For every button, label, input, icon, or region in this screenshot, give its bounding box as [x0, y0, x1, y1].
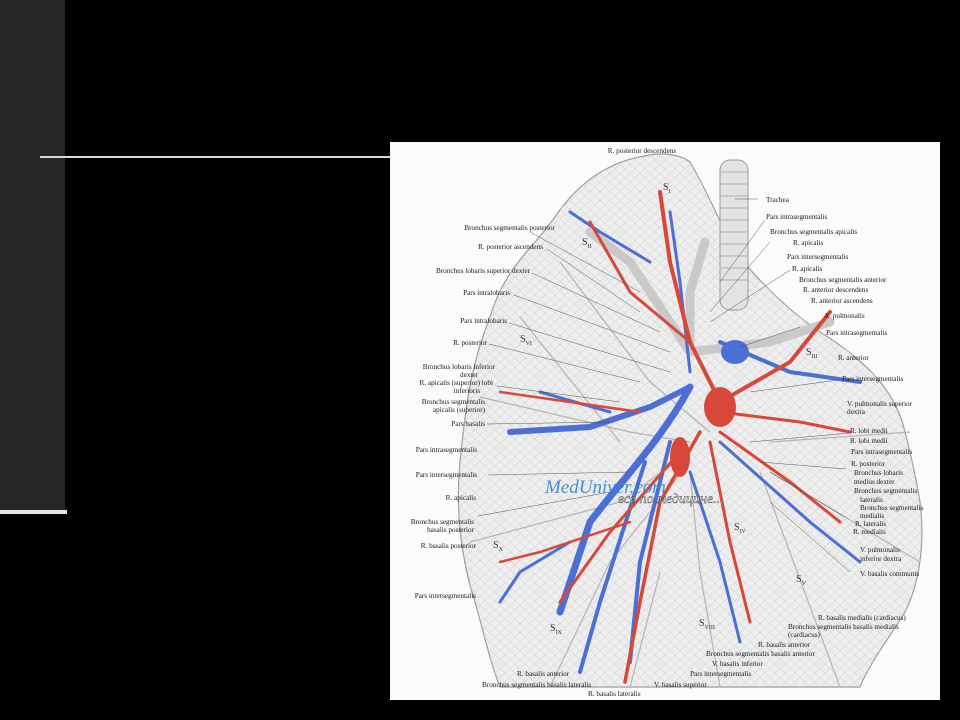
label-right-24: medialis	[860, 512, 885, 520]
label-left-19: Pars intersegmentalis	[415, 592, 476, 600]
label-bottom-0: R. basalis medialis (cardiacus)	[818, 614, 906, 622]
leader-lines	[477, 198, 851, 573]
label-right-25: R. lateralis	[855, 520, 886, 528]
label-right-0: Trachea	[766, 196, 790, 204]
label-bottom-10: R. basalis lateralis	[588, 690, 641, 698]
segment-marker-4: SIV	[734, 522, 747, 535]
label-left-15: R. apicalis	[446, 494, 477, 502]
pulmonary-arteries	[498, 190, 852, 684]
label-left-4: Pars intralobaris	[460, 317, 507, 325]
label-right-2: Bronchus segmentalis apicalis	[770, 228, 857, 236]
label-right-8: R. anterior ascendens	[811, 297, 873, 305]
label-right-23: Bronchus segmentalis	[860, 504, 923, 512]
pulmonary-artery-trunk	[704, 387, 736, 427]
label-right-22: lateralis	[860, 496, 883, 504]
label-left-6: Bronchus lobaris inferior	[423, 363, 496, 371]
alveolar-texture	[458, 154, 922, 687]
segment-marker-6: SVI	[520, 334, 532, 347]
label-left-17: basalis posterior	[427, 526, 475, 534]
label-left-12: Pars basalis	[451, 420, 485, 428]
label-left-0: Bronchus segmentalis posterior	[464, 224, 555, 232]
label-right-27: V. pulmonalis	[860, 546, 900, 554]
label-bottom-1: Bronchus segmentalis basalis medialis	[788, 623, 899, 631]
label-left-13: Pars intrasegmentalis	[416, 446, 477, 454]
segment-marker-1: SI	[663, 182, 671, 195]
label-left-14: Pars intersegmentalis	[416, 471, 477, 479]
watermark-subtext: все по медицине...	[618, 492, 724, 507]
label-left-11: apicalis (superior)	[433, 406, 486, 414]
label-bottom-9: V. basalis superior	[654, 681, 707, 689]
label-left-10: Bronchus segmentalis	[422, 398, 485, 406]
label-bottom-6: Pars intersegmentalis	[690, 670, 751, 678]
lung-diagram: R. posterior descendens Bronchus segment…	[411, 147, 924, 698]
label-right-26: R. medialis	[853, 528, 886, 536]
label-bottom-4: Bronchus segmentalis basalis anterior	[706, 650, 815, 658]
segment-marker-2: SII	[582, 237, 592, 250]
lower-artery-trunk	[670, 437, 690, 477]
segment-marker-3: SIII	[806, 347, 818, 360]
label-left-9: inferioris	[454, 387, 481, 395]
label-right-6: Bronchus segmentalis anterior	[799, 276, 887, 284]
label-left-5: R. posterior	[453, 339, 488, 347]
label-right-10: Pars intrasegmentalis	[826, 329, 887, 337]
label-right-16: R. lobi medii	[850, 437, 888, 445]
label-left-7: dexter	[460, 371, 479, 379]
label-right-3: R. apicalis	[793, 239, 824, 247]
label-right-15: R. lobi medii	[850, 427, 888, 435]
label-right-19: Bronchus lobaris	[854, 469, 903, 477]
sidebar-panel	[0, 0, 65, 512]
label-right-20: medius dexter	[854, 478, 895, 486]
label-bottom-5: V. basalis inferior	[712, 660, 763, 668]
label-right-29: V. basalis communis	[860, 570, 919, 578]
segment-marker-10: SX	[493, 540, 504, 553]
label-right-4: Pars intersegmentalis	[787, 253, 848, 261]
label-right-17: Pars intrasegmentalis	[851, 448, 912, 456]
label-right-13: V. pulmonalis superior	[847, 400, 913, 408]
label-right-9: A. pulmonalis	[824, 312, 865, 320]
label-bottom-8: Bronchus segmentalis basalis lateralis	[482, 681, 591, 689]
label-right-28: inferior dextra	[860, 555, 902, 563]
label-right-5: R. apicalis	[792, 265, 823, 273]
label-right-18: R. posterior	[851, 460, 886, 468]
label-right-14: dextra	[847, 408, 866, 416]
label-right-12: Pars intersegmentalis	[842, 375, 903, 383]
trachea	[719, 159, 749, 311]
label-left-2: Bronchus lobaris superior dexter	[436, 267, 531, 275]
label-left-1: R. posterior ascendens	[478, 243, 543, 251]
title-divider-line	[40, 156, 392, 158]
label-right-21: Bronchus segmentalis	[854, 487, 917, 495]
label-left-3: Pars intralobaris	[463, 289, 510, 297]
label-left-8: R. apicalis (superior) lobi	[420, 379, 493, 387]
bronchial-tree	[585, 227, 835, 357]
label-left-18: R. basalis posterior	[421, 542, 477, 550]
label-bottom-7: R. basalis anterior	[517, 670, 570, 678]
watermark-text: MedUniver.com	[544, 477, 666, 498]
lung-anatomy-figure: R. posterior descendens Bronchus segment…	[390, 142, 940, 700]
label-top-0: R. posterior descendens	[608, 147, 677, 155]
segment-marker-9: SIX	[550, 623, 563, 636]
sidebar-bottom-border	[0, 510, 67, 514]
label-bottom-2: (cardiacus)	[788, 631, 821, 639]
label-right-11: R. anterior	[838, 354, 869, 362]
superior-vein-trunk	[721, 340, 749, 364]
label-bottom-3: R. basalis anterior	[758, 641, 811, 649]
label-left-16: Bronchus segmentalis	[411, 518, 474, 526]
segment-marker-5: SV	[796, 574, 807, 587]
label-right-1: Pars intrasegmentalis	[766, 213, 827, 221]
label-right-7: R. anterior descendens	[803, 286, 868, 294]
segment-marker-8: SVIII	[699, 618, 715, 631]
